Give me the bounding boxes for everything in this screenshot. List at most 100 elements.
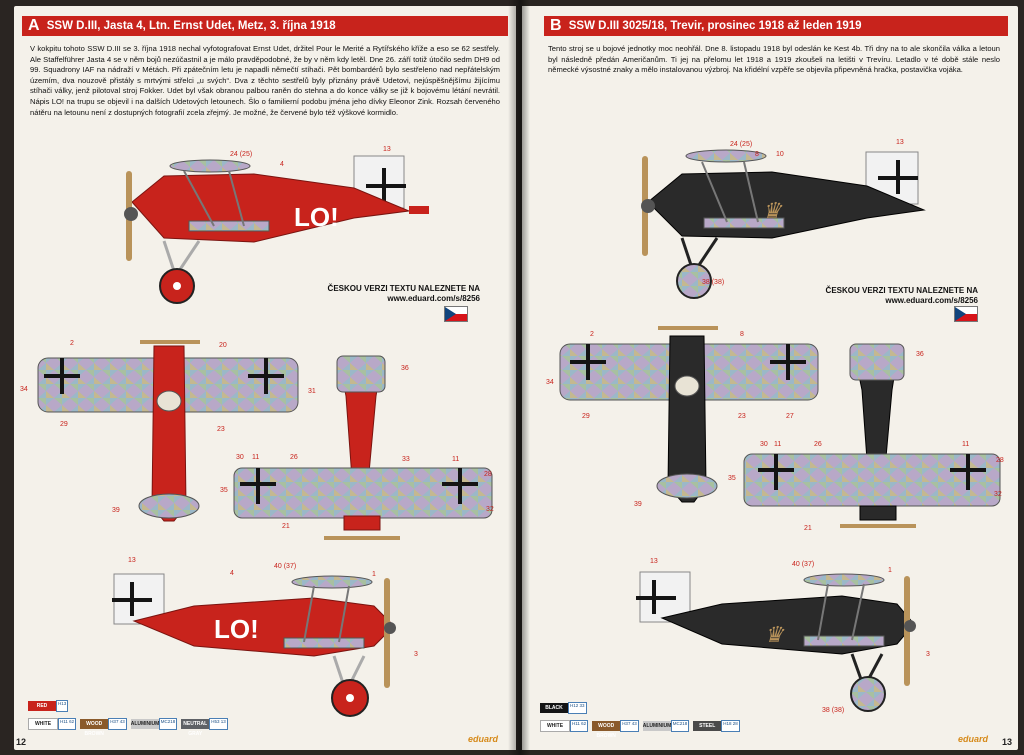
callout-label: 32 [994,491,1002,498]
legend-swatch-wood-brown: WOOD BROWN H37 43 [80,718,127,737]
callout-label: 35 [220,487,228,494]
legend-swatch-wood-brown: WOOD BROWN H37 43 [592,720,639,739]
right-callouts: 24 (25) 8 10 13 38 (38) 2 8 34 29 23 27 … [546,139,1004,714]
callout-label: 3 [414,651,418,658]
callout-label: 21 [804,525,812,532]
legend-swatch-aluminium: ALUMINIUM MC218 [642,720,690,732]
callout-label: 3 [926,651,930,658]
callout-label: 11 [252,454,259,461]
left-drawings: LO! [20,146,494,717]
left-header: A SSW D.III, Jasta 4, Ltn. Ernst Udet, M… [22,16,508,36]
right-description: Tento stroj se u bojové jednotky moc neo… [548,44,1000,75]
right-header-title: SSW D.III 3025/18, Trevir, prosinec 1918… [568,20,862,32]
callout-label: 4 [280,161,284,168]
left-underside-view [233,355,493,540]
left-callouts: 24 (25) 4 13 2 20 34 29 23 31 36 30 11 2… [20,146,494,658]
legend-color: ALUMINIUM [130,719,160,729]
legend-swatch-aluminium: ALUMINIUM MC218 [130,718,178,730]
legend-color: WHITE [28,718,58,730]
legend-swatch-red: RED H13 [28,700,69,712]
callout-label: 2 [70,340,74,347]
callout-label: 27 [786,413,794,420]
callout-label: 11 [962,441,969,448]
legend-code: H37 43 [108,718,127,730]
callout-label: 40 (37) [274,563,296,570]
crest-icon: ♛ [764,622,785,647]
callout-label: 29 [60,421,68,428]
callout-label: 13 [896,139,904,146]
legend-color: STEEL [693,721,722,731]
callout-label: 31 [308,388,316,395]
right-legend-row1: BLACK H12 33 [540,702,587,714]
callout-label: 36 [401,365,409,372]
legend-swatch-neutral-gray: NEUTRAL GRAY H53 13 [181,718,228,737]
legend-code: H18 28 [721,720,740,732]
callout-label: 13 [128,557,136,564]
callout-label: 38 (38) [822,707,844,714]
legend-code: H13 [56,700,69,712]
right-brand-logo: eduard [957,734,988,744]
left-plan-view [37,340,299,522]
right-web-line2[interactable]: www.eduard.com/s/8256 [885,296,978,305]
left-header-title: SSW D.III, Jasta 4, Ltn. Ernst Udet, Met… [46,20,336,32]
left-header-letter: A [28,17,40,34]
callout-label: 1 [372,571,376,578]
callout-label: 2 [590,331,594,338]
legend-color: WOOD BROWN [80,719,109,737]
legend-color: BLACK [540,703,568,713]
legend-code: H11 62 [570,720,589,732]
callout-label: 8 [740,331,744,338]
right-side-view-top: ♛ [641,149,926,299]
legend-color: NEUTRAL GRAY [181,719,210,737]
left-side-view-top: LO! [124,155,429,304]
left-description: V kokpitu tohoto SSW D.III se 3. října 1… [30,44,500,117]
callout-label: 13 [650,558,658,565]
legend-swatch-white: WHITE H11 62 [28,718,77,730]
callout-label: 39 [112,507,120,514]
left-fuselage-text-bottom: LO! [214,614,259,644]
callout-label: 36 [916,351,924,358]
right-page-number: 13 [1001,737,1012,747]
left-page: A SSW D.III, Jasta 4, Ltn. Ernst Udet, M… [14,6,516,750]
czech-flag-icon [954,306,978,322]
legend-code: MC218 [158,718,178,730]
callout-label: 13 [383,146,391,153]
legend-code: H37 43 [620,720,639,732]
left-page-number: 12 [16,737,27,747]
right-plan-view [559,326,819,503]
left-side-view-bottom: LO! [112,573,396,717]
left-web-line2[interactable]: www.eduard.com/s/8256 [387,294,480,303]
callout-label: 24 (25) [230,151,252,158]
crest-icon: ♛ [762,198,783,223]
callout-label: 10 [776,151,784,158]
right-drawings: ♛ [546,139,1004,714]
right-web-line1: ČESKOU VERZI TEXTU NALEZNETE NA [825,286,978,295]
right-side-view-bottom: ♛ [636,571,916,712]
right-header-letter: B [550,17,562,34]
callout-label: 30 [760,441,768,448]
callout-label: 32 [486,506,494,513]
legend-color: WOOD BROWN [592,721,621,739]
left-web-line1: ČESKOU VERZI TEXTU NALEZNETE NA [327,284,480,293]
callout-label: 28 [996,457,1004,464]
legend-color: WHITE [540,720,570,732]
callout-label: 24 (25) [730,141,752,148]
callout-label: 30 [236,454,244,461]
left-fuselage-text-top: LO! [294,202,339,232]
left-web-note: ČESKOU VERZI TEXTU NALEZNETE NA www.edua… [244,284,480,304]
left-brand-logo: eduard [467,734,498,744]
left-legend-row2: WHITE H11 62 WOOD BROWN H37 43 ALUMINIUM… [28,718,228,737]
callout-label: 4 [230,570,234,577]
callout-label: 38 (38) [702,279,724,286]
callout-label: 26 [290,454,298,461]
legend-code: MC218 [670,720,690,732]
callout-label: 28 [484,471,492,478]
callout-label: 39 [634,501,642,508]
callout-label: 11 [452,456,459,463]
callout-label: 26 [814,441,822,448]
callout-label: 40 (37) [792,561,814,568]
callout-label: 34 [20,386,28,393]
callout-label: 33 [402,456,410,463]
right-header: B SSW D.III 3025/18, Trevir, prosinec 19… [544,16,1008,36]
